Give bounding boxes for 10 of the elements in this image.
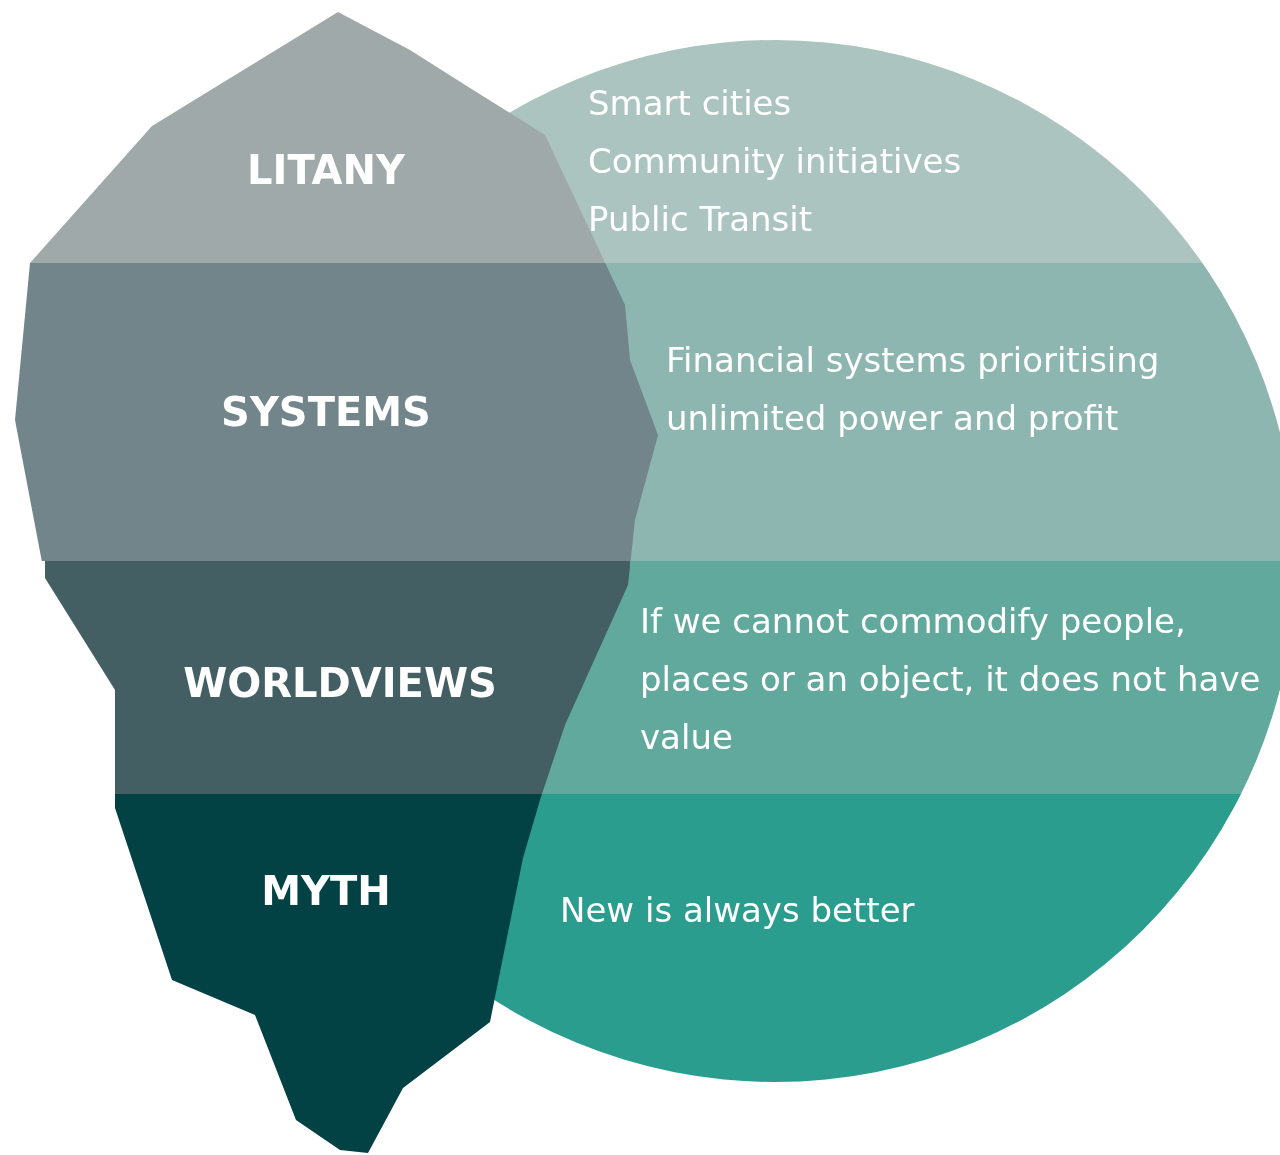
layer-title: MYTH (260, 868, 392, 914)
layer-title: LITANY (246, 147, 406, 193)
layer-description: If we cannot commodify people, places or an object, it does not have value (640, 600, 1262, 759)
layer-title: SYSTEMS (220, 389, 432, 435)
layer-description: Financial systems prioritising unlimited power and profit (666, 339, 1161, 440)
list-item: Public Transit (588, 198, 814, 241)
list-item: Smart cities (588, 82, 793, 125)
list-item: Community initiatives (588, 140, 963, 183)
layer-title: WORLDVIEWS (182, 660, 498, 706)
layer-description: New is always better (560, 889, 916, 932)
